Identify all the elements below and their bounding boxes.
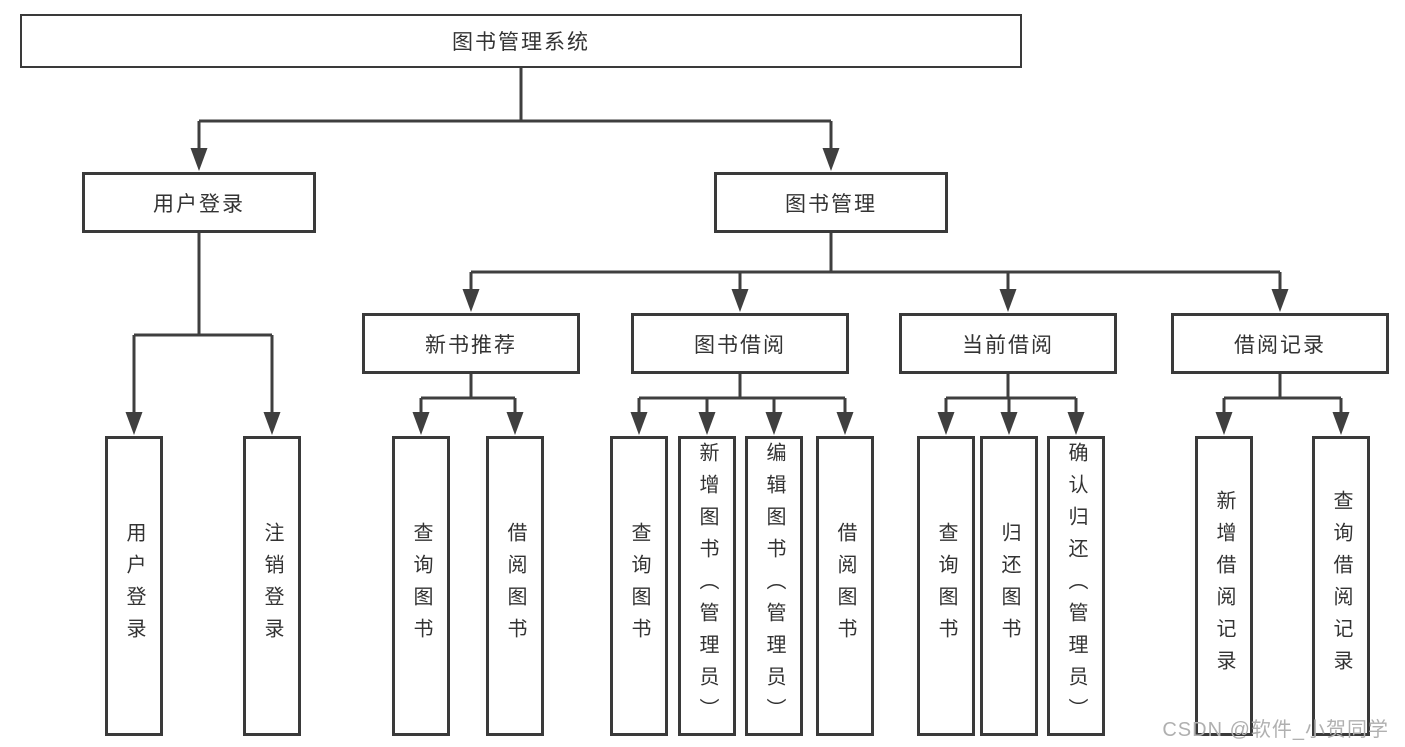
leaf-records-add-record: 新增借阅记录	[1195, 436, 1253, 736]
edge-current-borrow-to-leaves	[944, 374, 1078, 412]
edge-book-management-to-level3	[469, 233, 1282, 290]
edge-user-login-to-leaves	[132, 233, 274, 412]
leaf-records-query-record: 查询借阅记录	[1312, 436, 1370, 736]
arrowheads-level2	[190, 148, 840, 171]
leaf-newbooks-borrow-books: 借阅图书	[486, 436, 544, 736]
edge-new-book-recommend-to-leaves	[419, 374, 517, 412]
leaf-user-login: 用户登录	[105, 436, 163, 736]
node-book-management: 图书管理	[714, 172, 948, 233]
leaf-current-query-books: 查询图书	[917, 436, 975, 736]
arrowheads-user-login	[125, 412, 281, 435]
node-new-book-recommend: 新书推荐	[362, 313, 580, 374]
node-borrow-records: 借阅记录	[1171, 313, 1389, 374]
arrowheads-current-borrow	[937, 412, 1085, 435]
leaf-current-return-books: 归还图书	[980, 436, 1038, 736]
csdn-watermark: CSDN @软件_小贺同学	[1162, 719, 1389, 741]
leaf-logout: 注销登录	[243, 436, 301, 736]
node-current-borrow: 当前借阅	[899, 313, 1117, 374]
leaf-current-confirm-return-admin: 确认归还（管理员）	[1047, 436, 1105, 736]
leaf-borrow-borrow-books: 借阅图书	[816, 436, 874, 736]
leaf-borrow-add-books-admin: 新增图书（管理员）	[678, 436, 736, 736]
node-root-system: 图书管理系统	[20, 14, 1022, 68]
node-book-borrow: 图书借阅	[631, 313, 849, 374]
edge-root-to-level2	[197, 68, 833, 149]
leaf-newbooks-query-books: 查询图书	[392, 436, 450, 736]
leaf-borrow-query-books: 查询图书	[610, 436, 668, 736]
edge-borrow-records-to-leaves	[1222, 374, 1343, 412]
arrowheads-book-borrow	[630, 412, 854, 435]
edge-book-borrow-to-leaves	[637, 374, 847, 412]
arrowheads-new-book-recommend	[412, 412, 524, 435]
node-user-login: 用户登录	[82, 172, 316, 233]
leaf-borrow-edit-books-admin: 编辑图书（管理员）	[745, 436, 803, 736]
arrowheads-level3	[462, 289, 1289, 312]
arrowheads-borrow-records	[1215, 412, 1350, 435]
